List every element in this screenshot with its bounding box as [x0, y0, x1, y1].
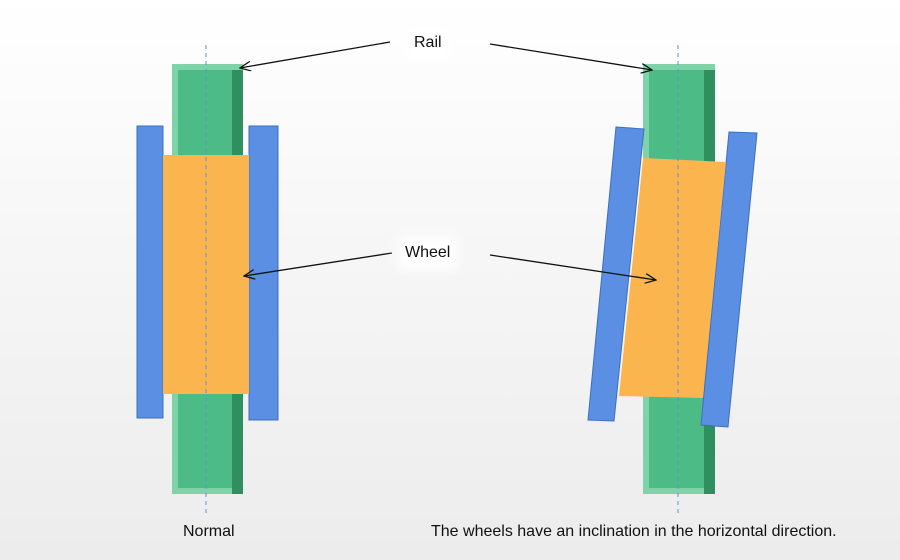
- flange-left-outer: [136, 125, 164, 419]
- wheel-label: Wheel: [405, 244, 451, 262]
- inclined-assembly: [587, 45, 758, 515]
- caption-inclined: The wheels have an inclination in the ho…: [431, 523, 837, 540]
- rail-arrow-left: [240, 41, 391, 68]
- flange-right-inner: [700, 131, 758, 428]
- wheel-right: [619, 158, 726, 398]
- wheel-left: [163, 155, 249, 394]
- rail-label: Rail: [414, 34, 442, 52]
- caption-normal: Normal: [183, 523, 235, 540]
- wheel-arrow-left: [244, 252, 393, 276]
- rail-arrow-right: [489, 43, 652, 70]
- normal-assembly: [136, 45, 279, 515]
- wheel-arrow-right: [489, 254, 656, 280]
